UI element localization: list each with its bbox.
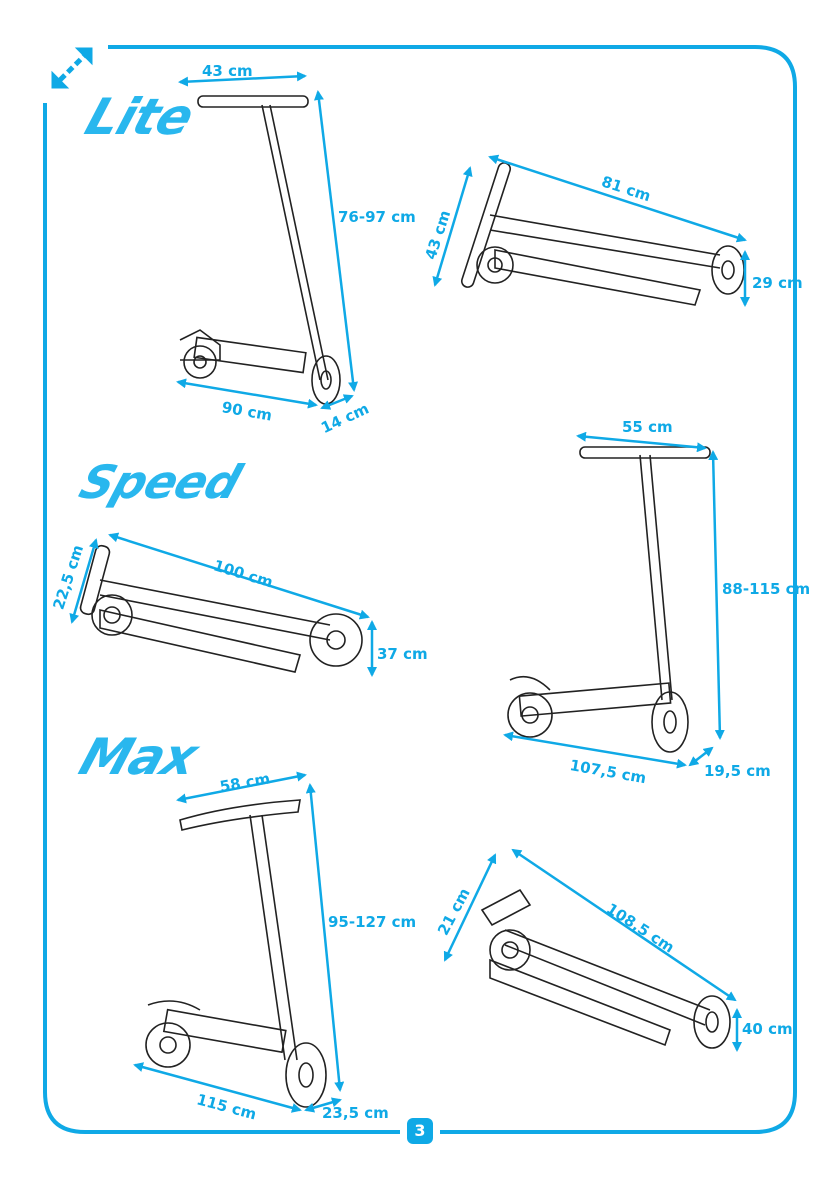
lite-handlebar-arrow	[178, 71, 307, 87]
max-deck-arrow	[304, 1097, 342, 1113]
speed-deck-label: 19,5 cm	[704, 762, 771, 780]
speed-logo: Speed	[73, 455, 248, 509]
max-length-arrow	[133, 1062, 302, 1113]
speed-height-arrow	[708, 450, 725, 740]
speed-handlebar-label: 55 cm	[622, 418, 673, 436]
speed-folded-height-label: 37 cm	[377, 645, 428, 663]
lite-folded-width-arrow	[432, 166, 473, 287]
speed-handlebar-arrow	[576, 431, 707, 453]
max-logo: Max	[72, 728, 205, 786]
lite-logo: Lite	[78, 88, 201, 146]
max-folded-height-label: 40 cm	[742, 1020, 793, 1038]
page-number-badge: 3	[407, 1118, 433, 1144]
speed-length-arrow	[503, 731, 687, 769]
max-height-arrow	[305, 783, 345, 1092]
lite-length-arrow	[176, 378, 318, 409]
max-handlebar-arrow	[176, 771, 307, 804]
lite-folded-height-label: 29 cm	[752, 274, 803, 292]
max-folded-length-arrow	[511, 848, 737, 1002]
lite-handlebar-label: 43 cm	[202, 62, 253, 80]
max-height-label: 95-127 cm	[328, 913, 417, 931]
lite-height-arrow	[313, 90, 359, 392]
max-folded-width-arrow	[443, 853, 497, 962]
speed-height-label: 88-115 cm	[722, 580, 811, 598]
speed-deck-arrow	[688, 746, 714, 767]
lite-height-label: 76-97 cm	[338, 208, 416, 226]
speed-folded-length-arrow	[108, 532, 370, 620]
speed-folded-width-arrow	[69, 538, 99, 624]
max-deck-label: 23,5 cm	[322, 1104, 389, 1122]
lite-deck-arrow	[320, 394, 354, 410]
lite-folded-length-arrow	[488, 154, 747, 243]
resize-icon	[51, 47, 93, 89]
